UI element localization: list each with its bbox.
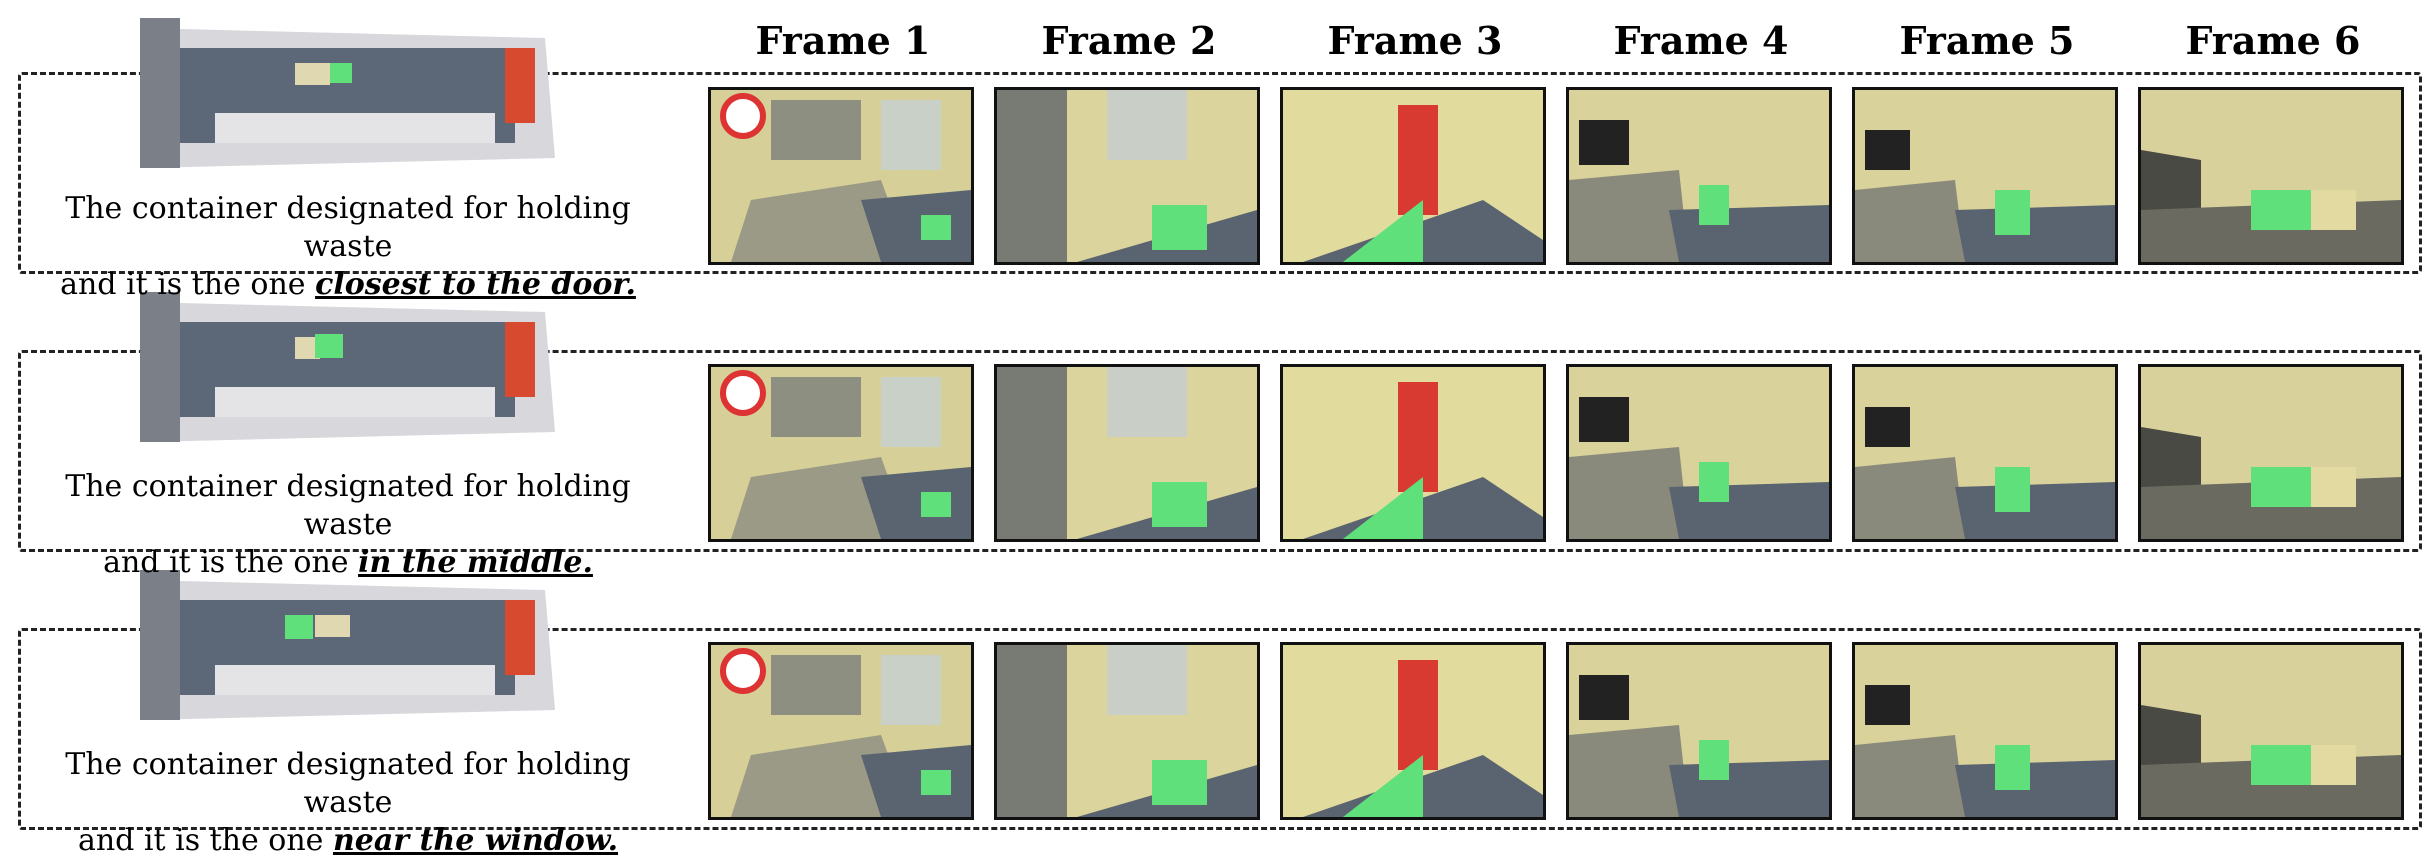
frame-image-r1-f6: [2138, 87, 2404, 265]
frame-image-r1-f4: [1566, 87, 1832, 265]
floorplan-map-1: [125, 8, 565, 178]
caption-row-1: The container designated for holding was…: [28, 190, 668, 304]
floorplan-map-2: [125, 282, 565, 452]
frame-image-r3-f3: [1280, 642, 1546, 820]
caption-row-3: The container designated for holding was…: [28, 746, 668, 860]
caption-highlight: closest to the door.: [315, 267, 636, 302]
frame-image-r2-f3: [1280, 364, 1546, 542]
frame-image-r3-f5: [1852, 642, 2118, 820]
caption-highlight: in the middle.: [358, 545, 593, 580]
frame-image-r1-f1: [708, 87, 974, 265]
frame-image-r2-f2: [994, 364, 1260, 542]
row-box-2: [18, 350, 2422, 552]
frame-header-4: Frame 4: [1613, 18, 1789, 63]
row-box-3: [18, 628, 2422, 830]
caption-line-2: and it is the one near the window.: [28, 822, 668, 860]
caption-row-2: The container designated for holding was…: [28, 468, 668, 582]
caption-line-1: The container designated for holding was…: [65, 469, 631, 542]
caption-highlight: near the window.: [332, 823, 619, 858]
frame-header-3: Frame 3: [1327, 18, 1503, 63]
caption-line-2: and it is the one in the middle.: [28, 544, 668, 582]
frame-image-r2-f4: [1566, 364, 1832, 542]
caption-line-1: The container designated for holding was…: [65, 191, 631, 264]
frame-image-r2-f5: [1852, 364, 2118, 542]
frame-header-6: Frame 6: [2185, 18, 2361, 63]
frame-image-r2-f6: [2138, 364, 2404, 542]
frame-header-1: Frame 1: [755, 18, 931, 63]
frame-image-r3-f1: [708, 642, 974, 820]
frame-image-r3-f6: [2138, 642, 2404, 820]
frame-image-r1-f2: [994, 87, 1260, 265]
caption-line-2: and it is the one closest to the door.: [28, 266, 668, 304]
floorplan-map-3: [125, 560, 565, 730]
frame-header-2: Frame 2: [1041, 18, 1217, 63]
caption-line-1: The container designated for holding was…: [65, 747, 631, 820]
frame-image-r2-f1: [708, 364, 974, 542]
frame-image-r1-f3: [1280, 87, 1546, 265]
row-box-1: [18, 72, 2422, 274]
caption-prefix: and it is the one: [77, 823, 333, 858]
caption-prefix: and it is the one: [103, 545, 359, 580]
frame-image-r1-f5: [1852, 87, 2118, 265]
frame-header-5: Frame 5: [1899, 18, 2075, 63]
frame-image-r3-f2: [994, 642, 1260, 820]
caption-prefix: and it is the one: [60, 267, 316, 302]
frame-image-r3-f4: [1566, 642, 1832, 820]
